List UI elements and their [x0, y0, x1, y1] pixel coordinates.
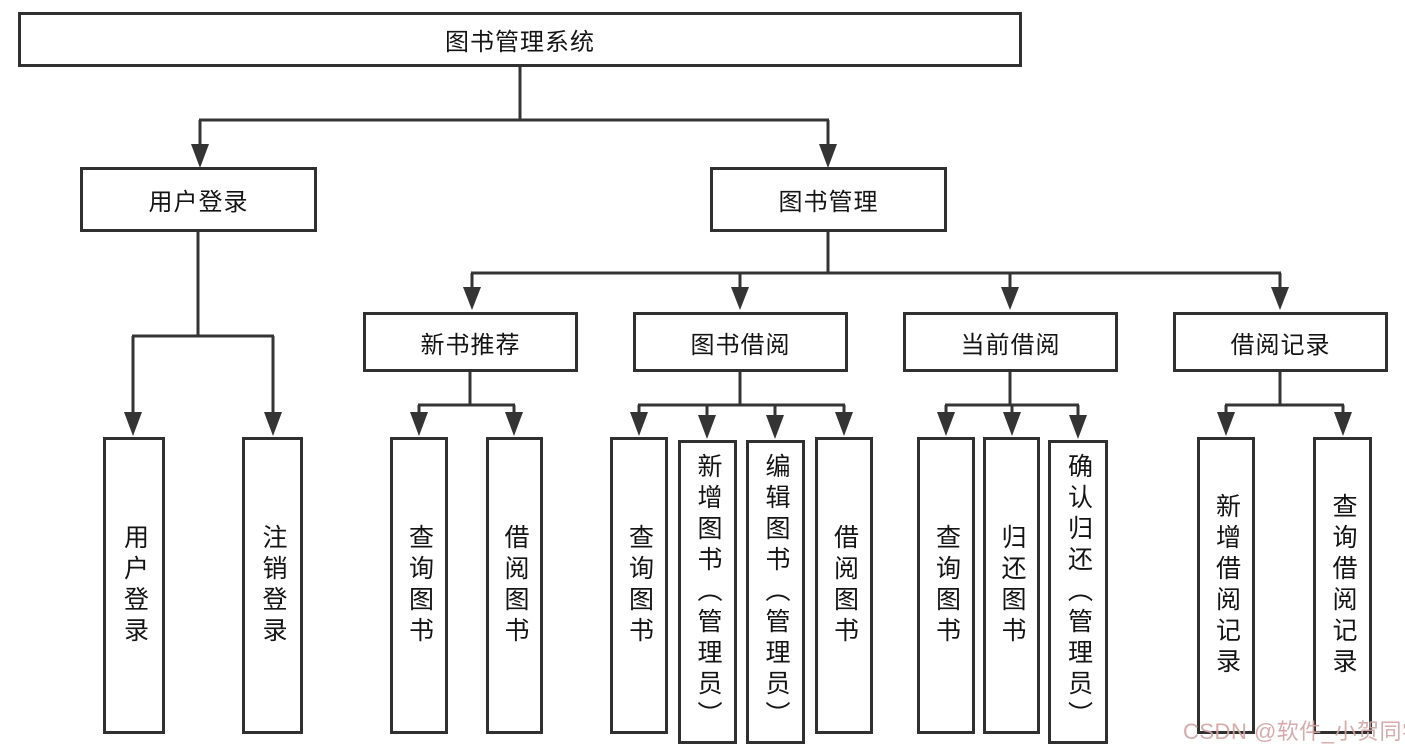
node-user-login: 用户登录 [80, 167, 317, 232]
connectors [124, 67, 1352, 439]
node-book-management: 图书管理 [710, 167, 947, 232]
leaf-newbook-borrow: 借阅图书 [486, 437, 543, 734]
arrow-to-book-mgmt [819, 144, 837, 168]
leaf-borrow-edit-admin: 编辑图书（管理员） [746, 440, 805, 744]
leaf-logout: 注销登录 [242, 437, 303, 734]
arrow-to-leaf-user-login [124, 412, 142, 436]
arrow-to-borrow-records [1271, 287, 1289, 310]
leaf-current-query: 查询图书 [917, 437, 975, 734]
leaf-records-add: 新增借阅记录 [1197, 437, 1255, 734]
leaf-borrow-add-admin: 新增图书（管理员） [678, 440, 737, 744]
node-borrow-records: 借阅记录 [1173, 312, 1388, 372]
node-new-book-recommend: 新书推荐 [363, 312, 578, 372]
arrow-to-current-borrow [1001, 287, 1019, 310]
leaf-current-return: 归还图书 [983, 437, 1040, 734]
leaf-current-confirm-admin: 确认归还（管理员） [1048, 440, 1108, 744]
arrow-to-user-login [191, 144, 209, 168]
node-book-borrow: 图书借阅 [633, 312, 848, 372]
node-root: 图书管理系统 [18, 12, 1022, 67]
leaf-borrow-query: 查询图书 [610, 437, 668, 734]
arrow-to-leaf-logout [264, 412, 282, 436]
leaf-records-query: 查询借阅记录 [1313, 437, 1372, 734]
leaf-user-login-label: 用户登录 [120, 523, 149, 648]
arrow-to-new-book [463, 287, 481, 310]
leaf-borrow-book: 借阅图书 [815, 437, 873, 734]
node-current-borrow: 当前借阅 [903, 312, 1118, 372]
arrow-to-book-borrow [731, 287, 749, 310]
csdn-watermark: CSDN @软件_小贺同学 [1183, 719, 1405, 744]
leaf-logout-label: 注销登录 [259, 523, 287, 648]
leaf-user-login: 用户登录 [103, 437, 165, 734]
leaf-newbook-query: 查询图书 [390, 437, 448, 734]
